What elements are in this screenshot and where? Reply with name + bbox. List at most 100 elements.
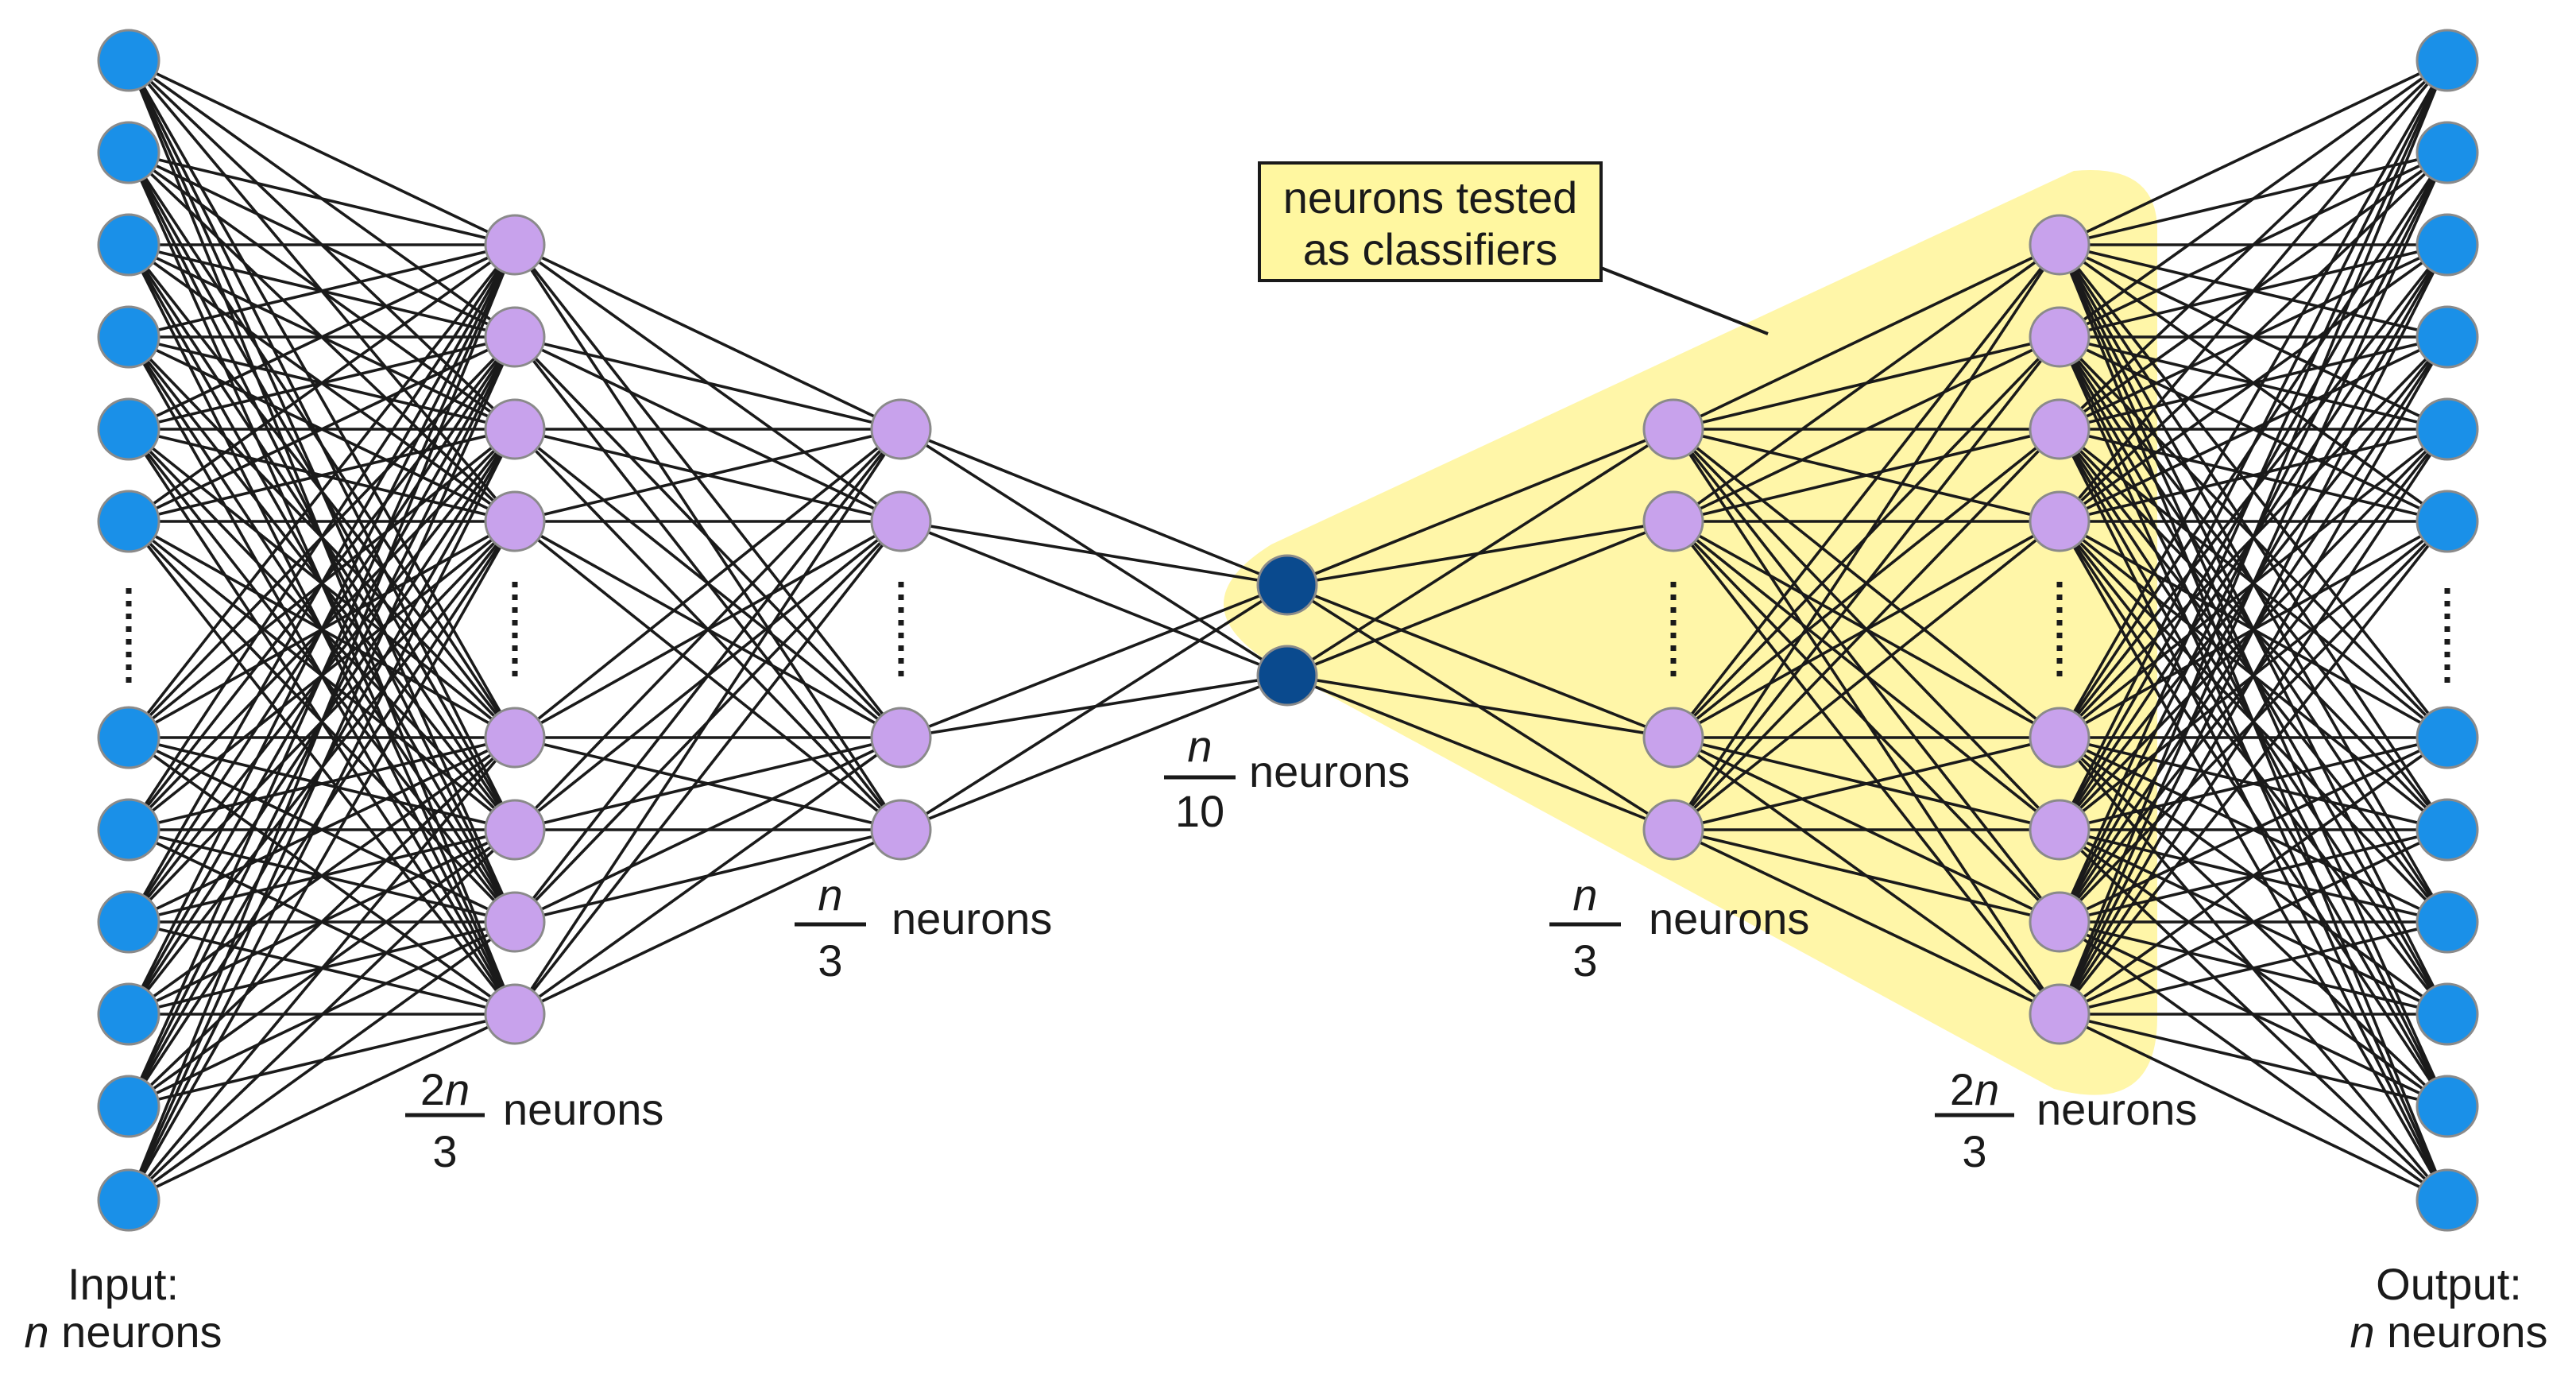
connection-edge [514,736,902,924]
connection-edge [1286,520,1674,677]
encoder-2-neuron [870,398,932,460]
connection-edge [513,428,903,924]
input-neuron [97,29,161,92]
connection-edge [127,243,516,739]
connection-edge [513,520,903,1016]
encoder-1-neuron [484,891,546,953]
connection-edge [513,243,903,739]
encoder-1-neuron [484,490,546,552]
decoder-1-word: neurons [1649,893,1809,943]
connection-edge [2059,428,2448,523]
connection-edge [2059,828,2448,1016]
decoder-1-denominator: 3 [1572,935,1597,986]
bottleneck-label: n 10 neurons [1164,721,1410,836]
input-layer-label: Input: n neurons [24,1259,222,1357]
connection-edge [2058,151,2449,523]
connection-edge [128,736,516,924]
output-label-line-2: n neurons [2350,1307,2547,1357]
connection-edge [513,736,903,1016]
connection-edge [127,244,516,1107]
connection-edge [1673,828,2060,1016]
input-neuron [97,890,161,954]
input-neuron [97,982,161,1046]
bottleneck-numerator: n [1187,721,1212,771]
connection-edge [127,244,516,1201]
decoder-2-neuron [2029,398,2091,460]
connection-edge [514,828,902,1016]
connection-edge [1673,428,2060,523]
decoder-2-word: neurons [2036,1084,2197,1134]
connection-edge [127,828,516,1202]
connection-edge [1673,736,2060,831]
encoder-1-neuron [484,398,546,460]
connection-edge [900,583,1288,739]
output-neuron [2415,490,2479,553]
connection-edge [1286,428,1674,677]
connection-edge [2058,60,2449,923]
encoder-2-denominator: 3 [818,935,842,986]
bottleneck-neuron [1256,645,1318,707]
connection-edge [127,244,516,831]
connection-edge [2058,60,2449,738]
callout-line-1: neurons tested [1283,172,1577,223]
connection-edge [1672,243,2061,523]
input-neuron [97,121,161,184]
connection-edge [127,244,516,1015]
output-neuron [2415,213,2479,277]
input-neuron [97,490,161,553]
decoder-2-denominator: 3 [1962,1126,1986,1176]
encoder-1-denominator: 3 [432,1126,457,1176]
decoder-2-neuron [2029,214,2091,276]
input-neuron [97,1075,161,1138]
encoder-2-neuron [870,799,932,861]
encoder-1-word: neurons [503,1084,663,1134]
connection-edge [2058,152,2449,1015]
decoder-1-neuron [1642,799,1704,861]
connection-edge [2059,920,2448,1016]
input-label-line-2: n neurons [24,1307,222,1357]
connection-edge [514,243,902,431]
decoder-2-neuron [2029,707,2091,769]
encoder-1-neuron [484,214,546,276]
connection-edge [513,428,903,1015]
decoder-2-neuron [2029,306,2091,368]
input-neuron [97,706,161,769]
callout-box: neurons tested as classifiers [1258,161,1603,282]
input-neuron [97,1168,161,1232]
output-neuron [2415,706,2479,769]
encoder-2-neuron [870,707,932,769]
connection-edge [2058,521,2449,1201]
decoder-2-neuron [2029,983,2091,1045]
output-neuron [2415,890,2479,954]
input-neuron [97,798,161,862]
connection-edge [1673,243,2060,431]
connection-edge [127,336,516,1201]
connection-edge [514,428,902,523]
connection-edge [2058,59,2449,339]
connection-edge [2059,335,2448,523]
connection-edge [127,521,516,1201]
connection-edge [513,335,903,739]
connection-edge [513,428,903,739]
connection-edge [1672,520,2061,1016]
connection-edge [2058,736,2449,1016]
encoder-2-word: neurons [892,893,1052,943]
connection-edge [1672,520,2061,831]
connection-edge [1672,244,2061,831]
connection-edge [2058,243,2449,523]
decoder-2-neuron [2029,490,2091,552]
connection-edge [900,428,1288,587]
decoder-2-neuron [2029,799,2091,861]
input-neuron [97,397,161,461]
encoder-1-neuron [484,306,546,368]
connection-edge [2059,736,2448,831]
connection-edge [127,243,516,523]
encoder-2-numerator: n [818,870,842,920]
connection-edge [1673,828,2060,924]
decoder-1-label: n 3 neurons [1549,870,1809,986]
bottleneck-word: neurons [1249,746,1410,796]
connection-edge [127,60,516,738]
connection-edge [514,335,902,431]
output-neuron [2415,1075,2479,1138]
encoder-2-label: n 3 neurons [795,870,1052,986]
